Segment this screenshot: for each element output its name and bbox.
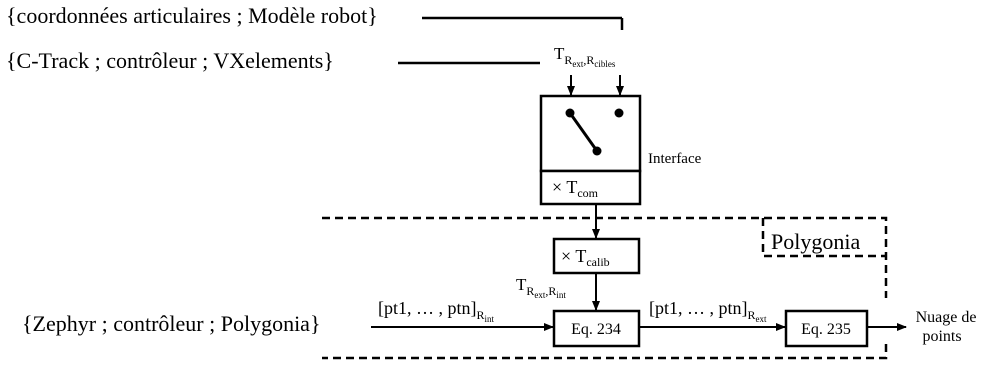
polygonia-region-border-lower <box>322 344 888 360</box>
interface-label: Interface <box>648 151 702 167</box>
switch-right-contact <box>614 108 624 118</box>
polygonia-label-box <box>761 218 886 258</box>
polygonia-region-border <box>322 216 888 298</box>
eq235-label: Eq. 235 <box>801 321 851 338</box>
input-zephyr-label: {Zephyr ; contrôleur ; Polygonia} <box>22 311 321 336</box>
output-label-line2: points <box>922 328 961 345</box>
tcom-label: × Tcom <box>552 177 599 200</box>
eq234-label: Eq. 234 <box>571 321 621 338</box>
eq235-box <box>784 309 869 348</box>
tcalib-label: × Tcalib <box>561 246 610 269</box>
input-ctrack-label: {C-Track ; contrôleur ; VXelements} <box>6 48 334 73</box>
eq234-box <box>552 309 641 348</box>
input-robot-label: {coordonnées articulaires ; Modèle robot… <box>6 3 378 28</box>
switch-lever <box>568 112 599 152</box>
pts-ext-label: [pt1, … , ptn]Rext <box>649 298 767 324</box>
transform-top-label: TRext,Rcibles <box>554 44 616 69</box>
polygonia-label: Polygonia <box>771 229 860 254</box>
interface-switch-box <box>539 94 642 173</box>
tcom-box <box>539 169 642 206</box>
transform-int-label: TRext,Rint <box>516 275 566 300</box>
pts-int-label: [pt1, … , ptn]Rint <box>378 298 495 324</box>
output-label-line1: Nuage de <box>916 309 977 326</box>
